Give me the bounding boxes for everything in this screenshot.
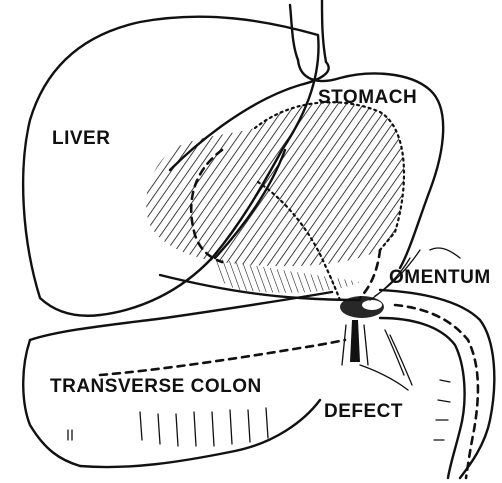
omentum-knot-inner: [362, 300, 382, 310]
label-omentum: OMENTUM: [389, 267, 491, 288]
omentum-boundary: [360, 250, 380, 298]
label-transverse-colon: TRANSVERSE COLON: [50, 376, 262, 397]
esophagus-left: [290, 5, 298, 60]
label-defect: DEFECT: [324, 401, 403, 422]
colon-tick-marks: [68, 430, 72, 440]
colon-right-haustra: [434, 380, 450, 440]
colon-left-end: [23, 340, 80, 466]
defect-stalk: [350, 320, 360, 362]
esophagus-right: [322, 0, 326, 62]
colon-lower-edge: [80, 400, 320, 467]
colon-haustra: [140, 408, 268, 446]
colon-dashed-fold: [100, 340, 345, 375]
hatched-region: [146, 102, 404, 266]
label-stomach: STOMACH: [318, 87, 417, 108]
label-liver: LIVER: [52, 128, 110, 149]
